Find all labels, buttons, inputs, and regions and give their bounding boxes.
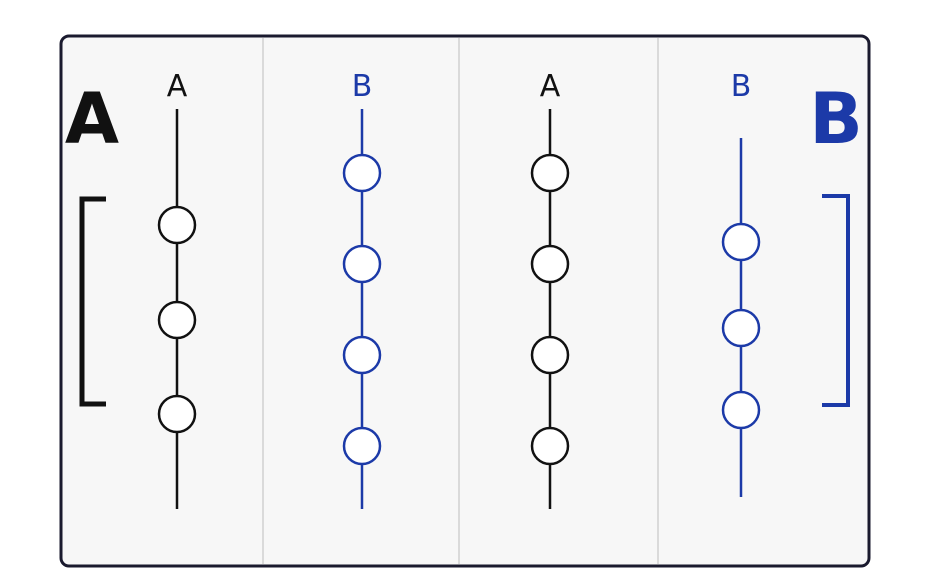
strand-node — [342, 335, 382, 375]
side-label-right: B — [809, 78, 862, 160]
strand-node — [721, 390, 761, 430]
strand-node — [530, 335, 570, 375]
strand-node — [530, 426, 570, 466]
strand-label: B — [731, 69, 752, 104]
strand-3 — [530, 109, 570, 509]
strand-node — [530, 244, 570, 284]
strand-node — [342, 153, 382, 193]
strand-1 — [157, 109, 197, 509]
strand-node — [721, 222, 761, 262]
strand-node — [530, 153, 570, 193]
strand-node — [721, 308, 761, 348]
strand-4 — [721, 138, 761, 497]
strand-node — [157, 300, 197, 340]
strand-node — [157, 394, 197, 434]
strand-label: A — [167, 69, 188, 104]
bracket-right — [822, 194, 850, 407]
side-label-left: A — [65, 78, 119, 160]
bracket-layer — [79, 194, 850, 407]
strand-node — [157, 205, 197, 245]
strand-node — [342, 426, 382, 466]
diagram-frame — [59, 34, 871, 568]
strand-layer — [157, 109, 761, 509]
strand-label: B — [352, 69, 373, 104]
strand-2 — [342, 109, 382, 509]
strand-node — [342, 244, 382, 284]
strand-label: A — [540, 69, 561, 104]
bracket-left — [79, 196, 106, 407]
